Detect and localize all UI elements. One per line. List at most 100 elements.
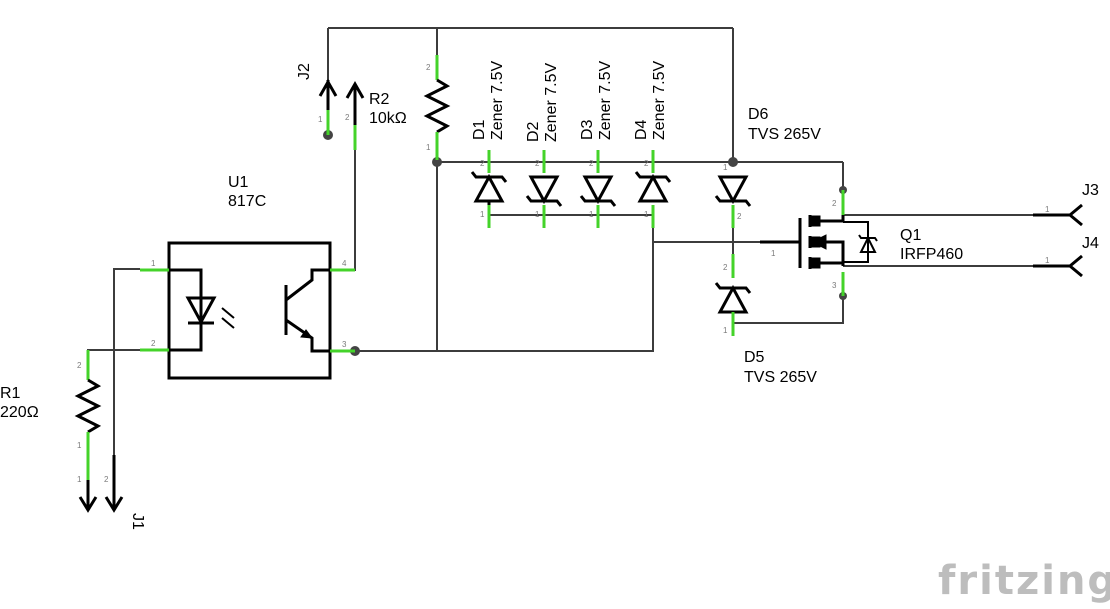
d3-pin2-number: 2 xyxy=(589,159,594,168)
d1-pin2-number: 2 xyxy=(480,159,485,168)
connector-j4: 1 xyxy=(1033,254,1083,278)
wire-gate xyxy=(652,215,760,243)
wire-source-d5 xyxy=(733,296,844,324)
resistor-r3: 2 1 xyxy=(423,55,451,160)
j4-pin1-number: 1 xyxy=(1045,256,1050,265)
q1-channel-fill xyxy=(809,257,821,269)
d2-value-label: Zener 7.5V xyxy=(543,63,560,142)
j2-pin1-number: 1 xyxy=(318,115,323,124)
j3-pin1-number: 1 xyxy=(1045,205,1050,214)
q1-body-diode-bar xyxy=(858,234,878,242)
d2-pin2-number: 2 xyxy=(535,159,540,168)
u1-led-triangle xyxy=(185,296,217,326)
r2-ref-label: R2 xyxy=(369,91,390,108)
u1-body xyxy=(167,241,332,380)
q1-channel-fill xyxy=(809,236,821,248)
u1-value-label: 817C xyxy=(228,193,266,210)
junctions xyxy=(323,130,847,356)
d2-zener-bar xyxy=(525,195,563,207)
j2-arrow xyxy=(318,78,338,97)
u1-transistor-emitter xyxy=(285,318,330,353)
wire-bottom-return xyxy=(355,242,654,352)
j1-pin2-number: 2 xyxy=(104,475,109,484)
j4-arrow xyxy=(1067,254,1083,278)
mosfet-q1: 2 1 3 xyxy=(760,190,878,296)
d6-value-label: TVS 265V xyxy=(748,126,821,143)
d6-triangle xyxy=(717,175,749,205)
r1-zigzag xyxy=(74,378,102,434)
d1-zener-bar xyxy=(470,171,508,183)
d6-pin1-number: 1 xyxy=(723,163,728,172)
d3-ref-label: D3 xyxy=(579,119,596,140)
d5-pin2-number: 2 xyxy=(723,263,728,272)
tvs-d5: 2 1 xyxy=(714,254,752,336)
r1-pin2-number: 2 xyxy=(77,361,82,370)
d3-pin1-number: 1 xyxy=(589,210,594,219)
zener-d3: 2 1 xyxy=(579,150,617,228)
u1-light-arrow xyxy=(221,317,235,329)
d5-pin1-number: 1 xyxy=(723,326,728,335)
resistor-r2: 2 xyxy=(345,80,365,150)
r3-zigzag xyxy=(423,78,451,134)
r1-value-label: 220Ω xyxy=(0,404,39,421)
zener-d1: 2 1 xyxy=(470,150,508,228)
r2-arrow xyxy=(345,80,365,99)
wire-j1-pin2 xyxy=(113,268,140,455)
d4-zener-bar xyxy=(634,171,672,183)
d4-value-label: Zener 7.5V xyxy=(651,61,668,140)
j1-pin2-arrow xyxy=(104,496,124,513)
d2-triangle xyxy=(528,175,560,205)
d5-ref-label: D5 xyxy=(744,349,765,366)
d5-bar xyxy=(714,282,752,294)
d1-triangle xyxy=(473,173,505,203)
d6-ref-label: D6 xyxy=(748,106,769,123)
r1-pin1-number: 1 xyxy=(77,441,82,450)
r1-ref-label: R1 xyxy=(0,385,21,402)
d3-value-label: Zener 7.5V xyxy=(597,61,614,140)
j3-arrow xyxy=(1067,203,1083,227)
zener-d4: 2 1 xyxy=(634,150,672,228)
q1-channel-fill xyxy=(809,215,821,227)
d1-pin1-number: 1 xyxy=(480,210,485,219)
d6-pin2-number: 2 xyxy=(737,212,742,221)
u1-pin4-number: 4 xyxy=(342,259,347,268)
d4-triangle xyxy=(637,173,669,203)
d3-zener-bar xyxy=(579,195,617,207)
connector-j2: 1 xyxy=(318,78,338,135)
d2-pin1-number: 1 xyxy=(535,210,540,219)
d4-pin1-number: 1 xyxy=(644,210,649,219)
j1-pin1-arrow xyxy=(78,496,98,513)
j2-ref-label: J2 xyxy=(296,63,313,80)
d6-bar xyxy=(714,195,752,207)
optocoupler-u1: 1 2 3 4 xyxy=(140,241,355,380)
q1-pin2-number: 2 xyxy=(832,199,837,208)
u1-pin2-number: 2 xyxy=(151,339,156,348)
fritzing-logo: fritzing xyxy=(938,558,1110,604)
j3-ref-label: J3 xyxy=(1082,182,1099,199)
resistor-r1: 2 1 xyxy=(74,350,102,510)
q1-body-diode xyxy=(859,235,877,253)
u1-ref-label: U1 xyxy=(228,174,249,191)
u1-led-wire xyxy=(169,268,203,352)
d3-triangle xyxy=(582,175,614,205)
zener-d2: 2 1 xyxy=(525,150,563,228)
tvs-d6: 1 2 xyxy=(714,163,752,228)
junction-dot xyxy=(432,157,442,167)
d1-value-label: Zener 7.5V xyxy=(489,61,506,140)
connector-j1: 1 2 xyxy=(77,455,124,513)
u1-pin1-number: 1 xyxy=(151,259,156,268)
r3-pin1-number: 1 xyxy=(426,143,431,152)
q1-value-label: IRFP460 xyxy=(900,246,963,263)
q1-ref-label: Q1 xyxy=(900,227,921,244)
d4-pin2-number: 2 xyxy=(644,159,649,168)
j1-pin1-number: 1 xyxy=(77,475,82,484)
d2-ref-label: D2 xyxy=(525,121,542,142)
r3-pin2-number: 2 xyxy=(426,63,431,72)
q1-pin1-number: 1 xyxy=(771,249,776,258)
u1-transistor-collector xyxy=(285,268,330,302)
r2-pin2-number: 2 xyxy=(345,113,350,122)
wires xyxy=(87,27,1033,455)
u1-light-arrow xyxy=(221,307,235,319)
r2-value-label: 10kΩ xyxy=(369,110,407,127)
